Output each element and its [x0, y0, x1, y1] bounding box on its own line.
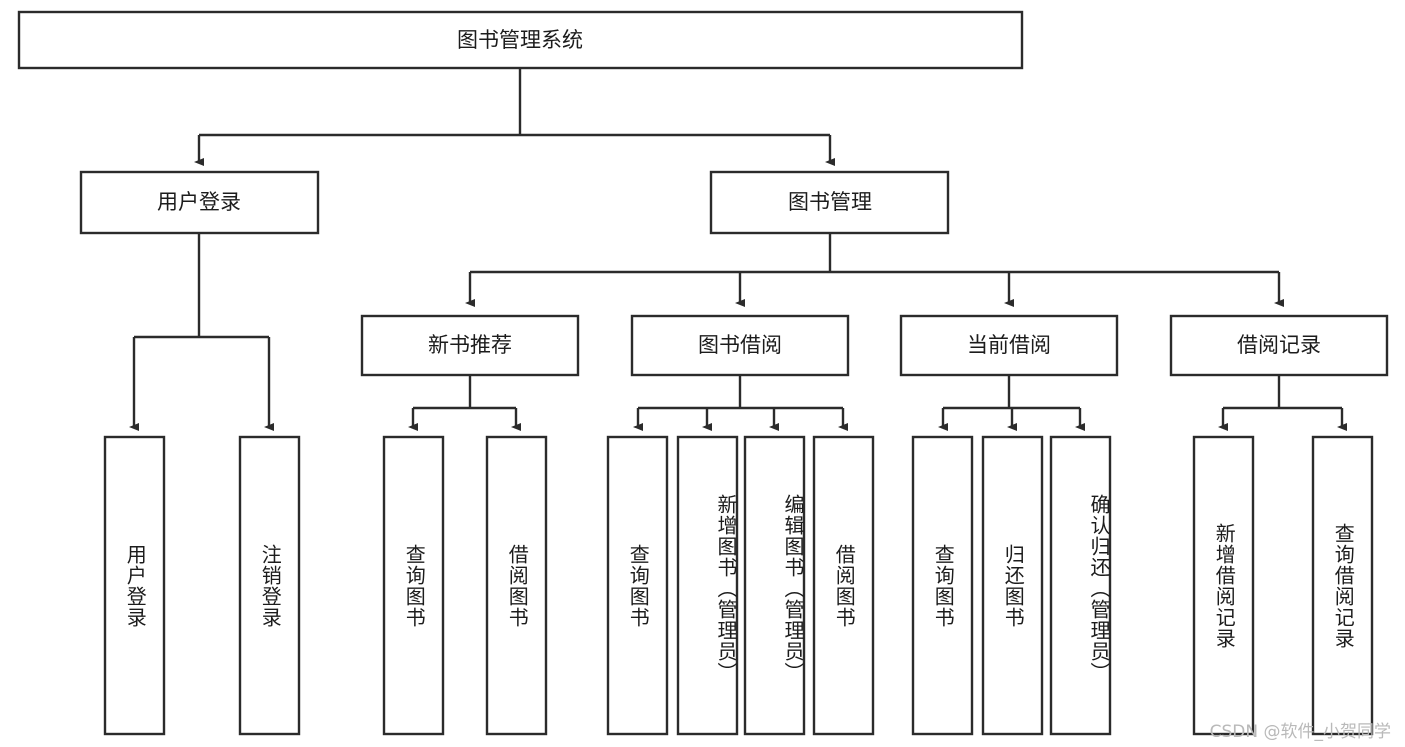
connector-borrow-record-to-leaves: [1218, 375, 1347, 431]
leaf-query-book-1-label: 查询图书: [402, 543, 427, 628]
leaf-edit-book-box[interactable]: [743, 435, 806, 736]
connector-user-login-to-leaves: [129, 233, 274, 431]
leaf-query-book-2-box[interactable]: [606, 435, 669, 736]
leaf-add-book-label: 新增图书（管理员）: [714, 494, 738, 683]
node-borrow-record[interactable]: 借阅记录: [1169, 314, 1389, 377]
leaf-logout-login-label: 注销登录: [258, 543, 283, 628]
connector-root-to-level1: [194, 68, 835, 166]
node-current-borrow-label: 当前借阅: [967, 333, 1051, 357]
node-root-system-box: [17, 10, 1024, 70]
leaf-user-login-label: 用户登录: [123, 543, 148, 628]
leaf-query-book-3-label: 查询图书: [931, 543, 956, 628]
leaf-return-book-label: 归还图书: [1001, 543, 1026, 628]
leaf-borrow-book-2-label: 借阅图书: [832, 543, 857, 628]
leaf-borrow-book-1-label: 借阅图书: [505, 543, 530, 628]
node-borrow-record-box: [1169, 314, 1389, 377]
node-book-manage-label: 图书管理: [788, 190, 872, 214]
leaf-edit-book-label: 编辑图书（管理员）: [781, 494, 805, 683]
leaf-logout-login-box[interactable]: [238, 435, 301, 736]
node-borrow-record-label: 借阅记录: [1237, 333, 1321, 357]
leaf-user-login-box[interactable]: [103, 435, 166, 736]
leaf-query-record-box[interactable]: [1311, 435, 1374, 736]
node-book-borrow-label: 图书借阅: [698, 333, 782, 357]
node-current-borrow[interactable]: 当前借阅: [899, 314, 1119, 377]
node-user-login-label: 用户登录: [157, 190, 241, 214]
leaf-borrow-book-2-box[interactable]: [812, 435, 875, 736]
node-new-book-recommend-label: 新书推荐: [428, 333, 512, 357]
node-new-book-recommend-box: [360, 314, 580, 377]
node-root-system[interactable]: 图书管理系统: [17, 10, 1024, 70]
leaf-add-record-box[interactable]: [1192, 435, 1255, 736]
node-user-login[interactable]: 用户登录: [79, 170, 320, 235]
connector-current-borrow-to-leaves: [938, 375, 1085, 431]
leaf-borrow-book-1-box[interactable]: [485, 435, 548, 736]
connector-new-book-recommend-to-leaves: [408, 375, 521, 431]
leaf-confirm-return-label: 确认归还（管理员）: [1087, 494, 1111, 683]
leaf-query-book-1-box[interactable]: [382, 435, 445, 736]
leaf-confirm-return-box[interactable]: [1049, 435, 1112, 736]
node-new-book-recommend[interactable]: 新书推荐: [360, 314, 580, 377]
watermark-text: CSDN @软件_小贺同学: [1209, 722, 1391, 742]
node-root-system-label: 图书管理系统: [457, 28, 583, 52]
leaf-query-book-3-box[interactable]: [911, 435, 974, 736]
node-current-borrow-box: [899, 314, 1119, 377]
node-user-login-box: [79, 170, 320, 235]
node-book-borrow[interactable]: 图书借阅: [630, 314, 850, 377]
leaf-boxes: [103, 435, 1374, 736]
leaf-add-record-label: 新增借阅记录: [1212, 522, 1237, 649]
leaf-query-record-label: 查询借阅记录: [1331, 522, 1356, 649]
leaf-add-book-box[interactable]: [676, 435, 739, 736]
leaf-query-book-2-label: 查询图书: [626, 543, 651, 628]
node-book-manage[interactable]: 图书管理: [709, 170, 950, 235]
connector-book-manage-to-level2: [465, 233, 1284, 307]
connector-book-borrow-to-leaves: [633, 375, 848, 431]
leaf-return-book-box[interactable]: [981, 435, 1044, 736]
node-book-borrow-box: [630, 314, 850, 377]
